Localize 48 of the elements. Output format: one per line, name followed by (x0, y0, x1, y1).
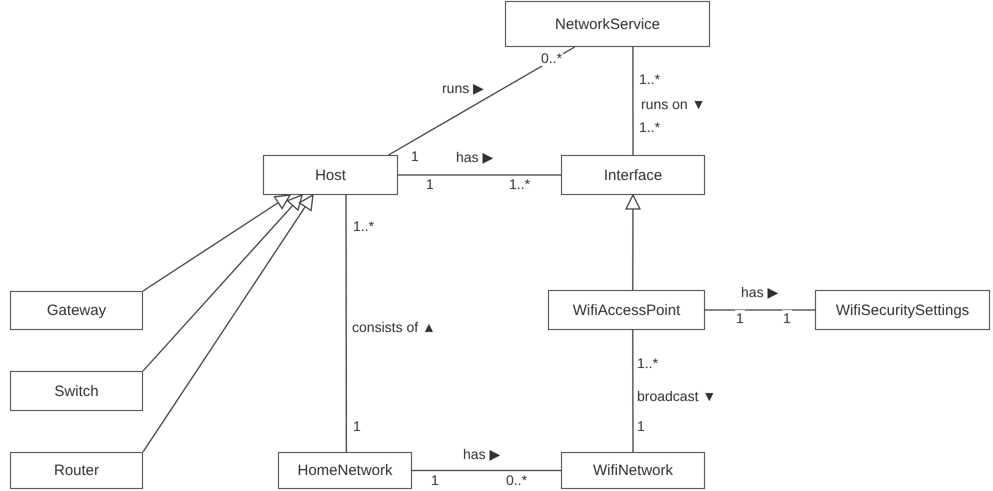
class-box (561, 155, 705, 195)
multiplicity-label: 1..* (638, 71, 662, 87)
class-box (548, 290, 705, 330)
generalization-arrow (142, 194, 291, 292)
association-line (388, 46, 576, 156)
multiplicity-label: 1 (410, 148, 420, 164)
class-name: Host (315, 166, 346, 184)
multiplicity-label: 1 (782, 310, 792, 326)
association-line (632, 47, 634, 155)
class-box (561, 452, 705, 489)
class-name: NetworkService (554, 16, 660, 32)
class-box (10, 291, 143, 330)
class-box (10, 371, 143, 411)
association-line (345, 195, 347, 452)
multiplicity-label: 1..* (638, 119, 662, 135)
generalization-arrow (142, 194, 303, 372)
class-box (10, 452, 143, 489)
class-name: Interface (604, 166, 662, 184)
class-box (278, 452, 412, 489)
multiplicity-label: 1..* (508, 176, 532, 192)
class-name: Switch (54, 382, 99, 400)
class-box (505, 1, 710, 47)
class-name: Gateway (46, 302, 106, 319)
association-line (632, 330, 634, 452)
class-name: WifiAccessPoint (572, 302, 680, 318)
multiplicity-label: 0..* (540, 50, 564, 66)
class-name: WifiNetwork (592, 462, 673, 479)
association-line (705, 309, 815, 311)
multiplicity-label: 1..* (352, 218, 376, 234)
association-label: has ▶ (455, 149, 494, 165)
association-label: has ▶ (462, 446, 502, 462)
class-name: HomeNetwork (297, 462, 393, 479)
class-name: Router (54, 462, 100, 479)
association-label: has ▶ (740, 284, 780, 300)
multiplicity-label: 0..* (505, 472, 528, 488)
multiplicity-label: 1 (425, 176, 435, 192)
multiplicity-label: 1 (352, 418, 362, 434)
class-name: WifiSecuritySettings (836, 302, 970, 318)
class-box (263, 155, 398, 195)
generalization-arrow (142, 194, 314, 452)
multiplicity-label: 1 (636, 418, 646, 434)
generalization-arrow (625, 194, 641, 290)
multiplicity-label: 1..* (636, 355, 660, 371)
association-line (398, 174, 561, 176)
class-box (815, 290, 990, 330)
association-line (412, 470, 561, 472)
multiplicity-label: 1 (735, 310, 745, 326)
multiplicity-label: 1 (430, 472, 440, 488)
